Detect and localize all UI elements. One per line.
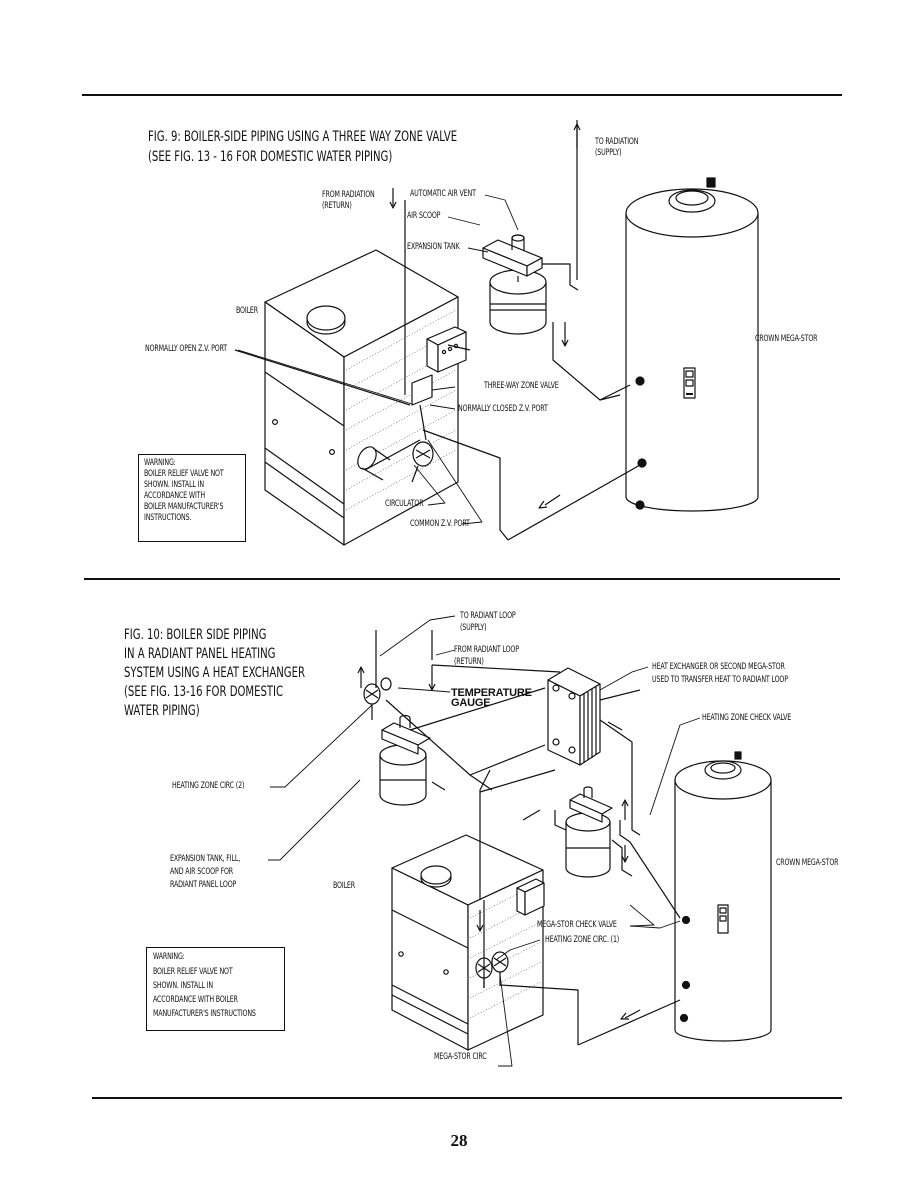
fig10-label-heat-exchanger: HEAT EXCHANGER OR SECOND MEGA-STOR	[652, 662, 785, 672]
middle-rule	[84, 578, 840, 580]
fig10-label-crown-mega-stor: CROWN MEGA-STOR	[776, 858, 839, 868]
top-rule	[82, 94, 842, 96]
fig10-leaders	[268, 615, 701, 1067]
fig9-warning-line: BOILER RELIEF VALVE NOT	[144, 469, 224, 479]
fig10-flow-arrows	[357, 665, 641, 1020]
fig9-label-three-way-zone-valve: THREE-WAY ZONE VALVE	[484, 381, 559, 391]
fig9-title-line1: FIG. 9: BOILER-SIDE PIPING USING A THREE…	[148, 129, 458, 145]
fig9-label-common-port: COMMON Z.V. PORT	[410, 519, 470, 529]
fig10-label-expansion-tank-fill-3: RADIANT PANEL LOOP	[170, 880, 237, 890]
fig10-warning-line: SHOWN. INSTALL IN	[153, 981, 213, 991]
fig9-expansion-tank	[482, 234, 547, 335]
bottom-rule	[92, 1097, 842, 1099]
fig9-label-from-radiation-return: (RETURN)	[322, 201, 352, 211]
fig10-title-line2: IN A RADIANT PANEL HEATING	[124, 646, 276, 662]
fig10-control-box	[516, 878, 545, 916]
fig10-warning-line: BOILER RELIEF VALVE NOT	[153, 967, 233, 977]
fig9-label-normally-closed-port: NORMALLY CLOSED Z.V. PORT	[458, 404, 548, 414]
fig10-warning-line: MANUFACTURER'S INSTRUCTIONS	[153, 1009, 256, 1019]
fig10-label-expansion-tank-fill-2: AND AIR SCOOP FOR	[170, 867, 234, 877]
fig9-label-expansion-tank: EXPANSION TANK	[407, 242, 460, 252]
fig9-label-normally-open-port: NORMALLY OPEN Z.V. PORT	[145, 344, 227, 354]
fig9-label-circulator: CIRCULATOR	[385, 499, 424, 509]
fig10-label-mega-stor-check-valve: MEGA-STOR CHECK VALVE	[537, 920, 617, 930]
fig10-title-line4: (SEE FIG. 13-16 FOR DOMESTIC	[124, 684, 284, 700]
fig10-warning-line: WARNING:	[153, 952, 185, 962]
fig10-label-temperature-gauge-2: GAUGE	[451, 697, 491, 709]
fig9-label-boiler: BOILER	[236, 306, 259, 316]
fig9-warning-line: BOILER MANUFACTURER'S	[144, 502, 224, 512]
fig9-flow-arrows	[389, 123, 581, 509]
fig9-zone-valve	[411, 374, 434, 483]
fig10-label-heating-zone-check-valve: HEATING ZONE CHECK VALVE	[702, 713, 792, 723]
fig10-label-heat-exchanger-2: USED TO TRANSFER HEAT TO RADIANT LOOP	[652, 675, 788, 685]
fig10-label-temperature-gauge: TEMPERATURE	[451, 687, 532, 699]
fig9-leaders	[237, 194, 519, 525]
fig10-label-to-radiant-loop-supply: (SUPPLY)	[460, 623, 487, 633]
fig9-mega-stor-tank	[625, 177, 759, 512]
fig10-label-expansion-tank-fill: EXPANSION TANK, FILL,	[170, 854, 241, 864]
fig9-label-to-radiation: TO RADIATION	[595, 137, 639, 147]
fig9-label-from-radiation: FROM RADIATION	[322, 190, 375, 200]
fig10-boiler	[391, 834, 544, 1051]
fig10-piping	[375, 630, 681, 1046]
fig10-label-from-radiant-loop-return: (RETURN)	[454, 657, 484, 667]
fig10-label-from-radiant-loop: FROM RADIANT LOOP	[454, 645, 519, 655]
fig10-title-line5: WATER PIPING)	[124, 703, 200, 719]
fig10-expansion-tank	[379, 714, 431, 806]
fig9-title-line2: (SEE FIG. 13 - 16 FOR DOMESTIC WATER PIP…	[148, 149, 393, 165]
fig9-warning-line: ACCORDANCE WITH	[144, 491, 205, 501]
fig10-mega-stor-expansion-tank	[565, 786, 613, 878]
fig9-label-automatic-air-vent: AUTOMATIC AIR VENT	[410, 189, 476, 199]
fig10-circulator-2	[363, 677, 392, 720]
fig10-label-boiler: BOILER	[333, 881, 356, 891]
fig10-mega-stor-tank	[674, 751, 772, 1042]
fig10-label-heating-zone-circ-2: HEATING ZONE CIRC (2)	[172, 781, 245, 791]
fig9-label-crown-mega-stor: CROWN MEGA-STOR	[755, 334, 818, 344]
fig10-heat-exchanger	[547, 667, 601, 766]
fig10-label-heating-zone-circ-1: HEATING ZONE CIRC. (1)	[545, 935, 620, 945]
fig9-label-to-radiation-supply: (SUPPLY)	[595, 148, 622, 158]
fig9-warning-box: WARNING: BOILER RELIEF VALVE NOT SHOWN. …	[138, 454, 246, 542]
fig9-warning-line: WARNING:	[144, 458, 176, 468]
fig9-warning-line: INSTRUCTIONS.	[144, 513, 192, 523]
fig10-warning-box: WARNING: BOILER RELIEF VALVE NOT SHOWN. …	[146, 947, 285, 1031]
fig10-warning-line: ACCORDANCE WITH BOILER	[153, 995, 238, 1005]
fig9-warning-line: SHOWN. INSTALL IN	[144, 480, 204, 490]
fig10-label-to-radiant-loop: TO RADIANT LOOP	[460, 611, 516, 621]
fig9-control-box	[426, 326, 467, 373]
fig10-label-mega-stor-circ: MEGA-STOR CIRC	[434, 1052, 487, 1062]
fig10-title-line3: SYSTEM USING A HEAT EXCHANGER	[124, 665, 305, 681]
fig10-title-line1: FIG. 10: BOILER SIDE PIPING	[124, 627, 267, 643]
page-number: 28	[450, 1131, 468, 1150]
fig9-label-air-scoop: AIR SCOOP	[407, 211, 441, 221]
